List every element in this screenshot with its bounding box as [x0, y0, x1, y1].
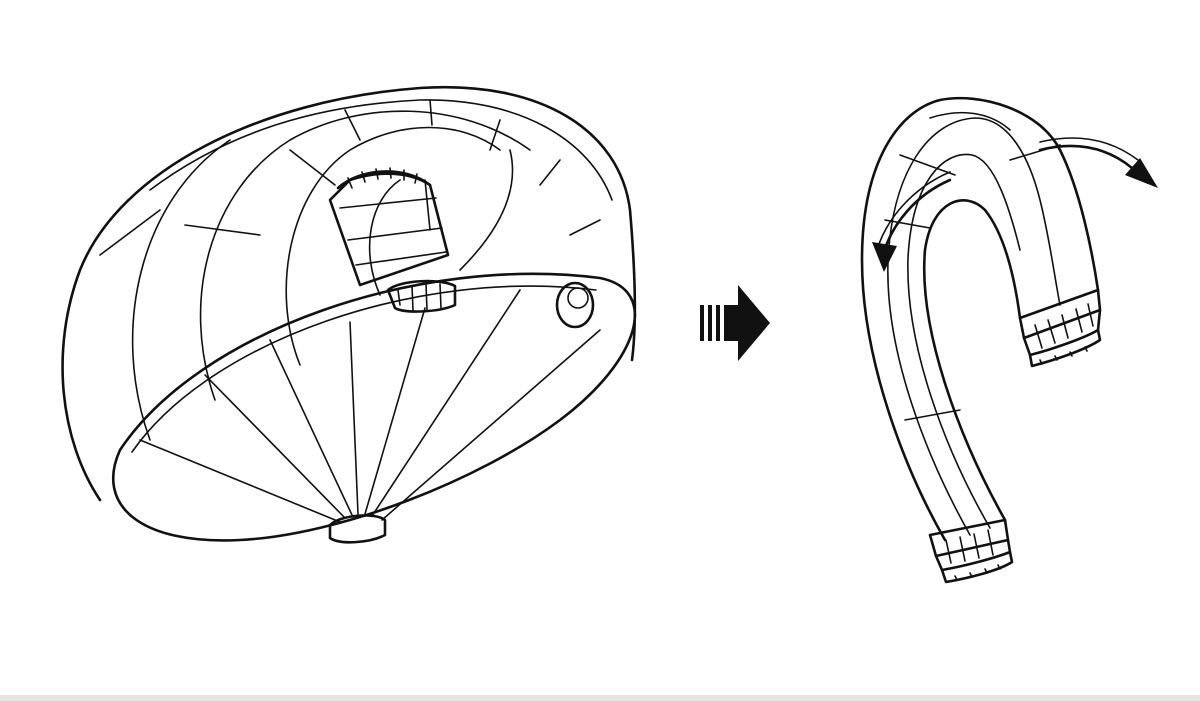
spoke-5 — [364, 307, 426, 515]
tube-cross-seam-1 — [899, 154, 956, 176]
dome-rim-inner-band — [131, 285, 597, 453]
tube-cross-seam-4 — [904, 409, 961, 421]
radial-seam-9 — [424, 179, 431, 231]
tube-seam-1 — [887, 117, 1061, 536]
front-hub — [328, 514, 387, 544]
thick-right-arrow-icon — [700, 285, 770, 361]
tube-end-connector-upper — [1018, 288, 1102, 368]
spoke-4 — [349, 321, 359, 515]
dome-outer-shell — [61, 85, 637, 502]
rear-mount-block — [386, 279, 457, 313]
tube-seam-2 — [907, 153, 1021, 529]
chamber-seam-3 — [131, 139, 231, 441]
curved-arrow-left-icon — [872, 171, 952, 272]
radial-seam-7 — [539, 159, 561, 186]
spoke-3 — [269, 339, 353, 516]
chamber-seam-2 — [199, 110, 531, 401]
tube-cross-seam-3 — [884, 219, 931, 229]
folded-tubular-cushion — [860, 96, 1158, 584]
dome-upper-edge — [149, 99, 613, 201]
radial-seam-3 — [289, 149, 336, 186]
tube-outer-edge — [860, 96, 1100, 542]
spoke-1 — [139, 439, 341, 523]
tube-inner-edge — [922, 199, 1022, 522]
spoke-7 — [381, 329, 601, 521]
radial-seam-6 — [489, 119, 501, 151]
spoke-2 — [204, 374, 346, 519]
bottom-border — [0, 695, 1200, 701]
chamber-seam-1 — [285, 126, 501, 366]
vent-hole — [555, 281, 595, 329]
tube-seam-3 — [929, 111, 1011, 131]
tube-end-connector-lower — [928, 518, 1014, 584]
radial-seam-5 — [429, 99, 433, 126]
radial-seam-4 — [344, 109, 361, 141]
radial-seam-1 — [99, 209, 161, 256]
spoke-6 — [371, 289, 521, 517]
inflator-module — [328, 167, 450, 287]
inflated-dome-cushion — [61, 85, 637, 544]
chamber-seam-5 — [459, 149, 514, 271]
dome-rim-opening — [111, 272, 637, 542]
radial-seam-2 — [184, 224, 261, 236]
radial-seam-8 — [569, 219, 601, 236]
curved-arrow-right-icon — [1038, 137, 1158, 188]
